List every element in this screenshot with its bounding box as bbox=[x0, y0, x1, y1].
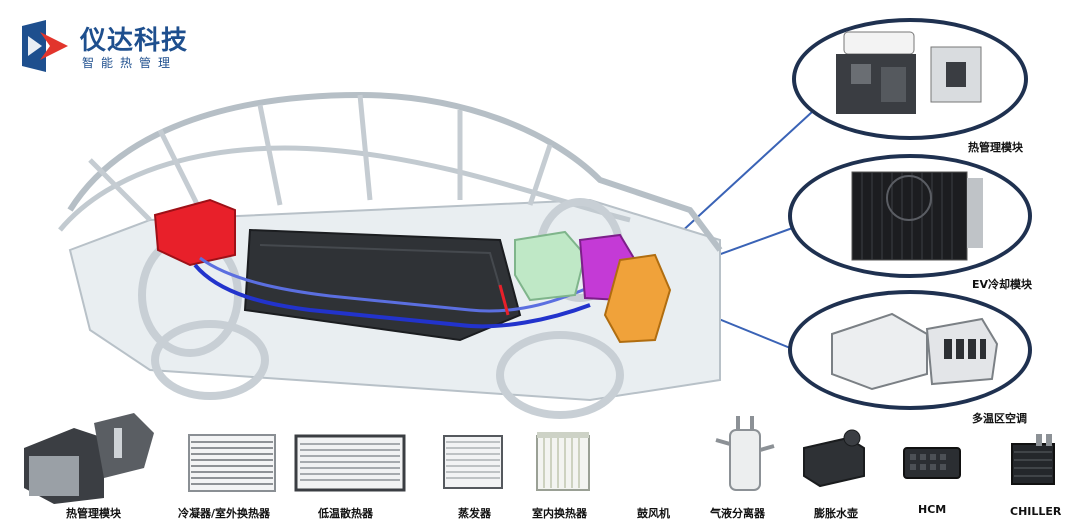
pillars bbox=[88, 94, 553, 222]
component-label-blower: 鼓风机 bbox=[637, 507, 670, 520]
callout-ev-cooling-module bbox=[788, 154, 1032, 278]
component-condenser-image bbox=[188, 434, 276, 492]
component-label-thermal-module: 热管理模块 bbox=[66, 507, 121, 520]
component-label-evaporator: 蒸发器 bbox=[458, 507, 491, 520]
front-unit-orange bbox=[603, 253, 672, 344]
component-indoor-heat-exchanger-image bbox=[536, 432, 590, 491]
front-unit-green bbox=[514, 230, 587, 302]
logo-mark-icon bbox=[22, 20, 68, 72]
component-accumulator-image bbox=[715, 416, 775, 491]
callout-multi-zone-hvac bbox=[788, 290, 1032, 410]
wheel-front bbox=[496, 331, 624, 419]
component-thermal-module-image bbox=[24, 413, 154, 504]
component-low-temp-radiator-image bbox=[294, 434, 406, 492]
component-expansion-tank-image bbox=[803, 429, 865, 488]
brand-logo: 仪达科技 智能热管理 bbox=[16, 16, 226, 76]
rear-motor bbox=[153, 198, 236, 267]
component-label-accumulator: 气液分离器 bbox=[710, 507, 765, 520]
coolant-line-lower bbox=[193, 263, 591, 329]
component-hcm-image bbox=[903, 447, 961, 479]
callout-label-multi-zone-hvac: 多温区空调 bbox=[972, 412, 1027, 425]
vehicle-illustration bbox=[58, 91, 723, 419]
roof-rail bbox=[58, 145, 631, 232]
component-label-condenser: 冷凝器/室外换热器 bbox=[178, 507, 271, 520]
component-label-low-temp-radiator: 低温散热器 bbox=[318, 507, 373, 520]
component-label-hcm: HCM bbox=[918, 503, 947, 516]
ev-cooling-module-image bbox=[851, 171, 983, 261]
component-chiller-image bbox=[1011, 434, 1055, 485]
multi-zone-hvac-image bbox=[831, 312, 999, 391]
callout-label-thermal-module: 热管理模块 bbox=[968, 141, 1023, 154]
component-label-indoor-heat-exchanger: 室内换热器 bbox=[532, 507, 587, 520]
brand-name: 仪达科技 bbox=[80, 26, 189, 56]
component-evaporator-image bbox=[443, 435, 503, 489]
wheel-rear bbox=[151, 320, 269, 400]
thermal-module-image bbox=[836, 31, 982, 114]
brand-slogan: 智能热管理 bbox=[82, 56, 178, 70]
component-label-expansion-tank: 膨胀水壶 bbox=[814, 507, 858, 520]
callout-label-ev-cooling: EV冷却模块 bbox=[972, 278, 1033, 291]
component-label-chiller: CHILLER bbox=[1010, 505, 1062, 518]
coolant-line-upper bbox=[199, 256, 596, 313]
callout-thermal-module bbox=[792, 18, 1028, 140]
front-accent-line bbox=[498, 284, 510, 316]
